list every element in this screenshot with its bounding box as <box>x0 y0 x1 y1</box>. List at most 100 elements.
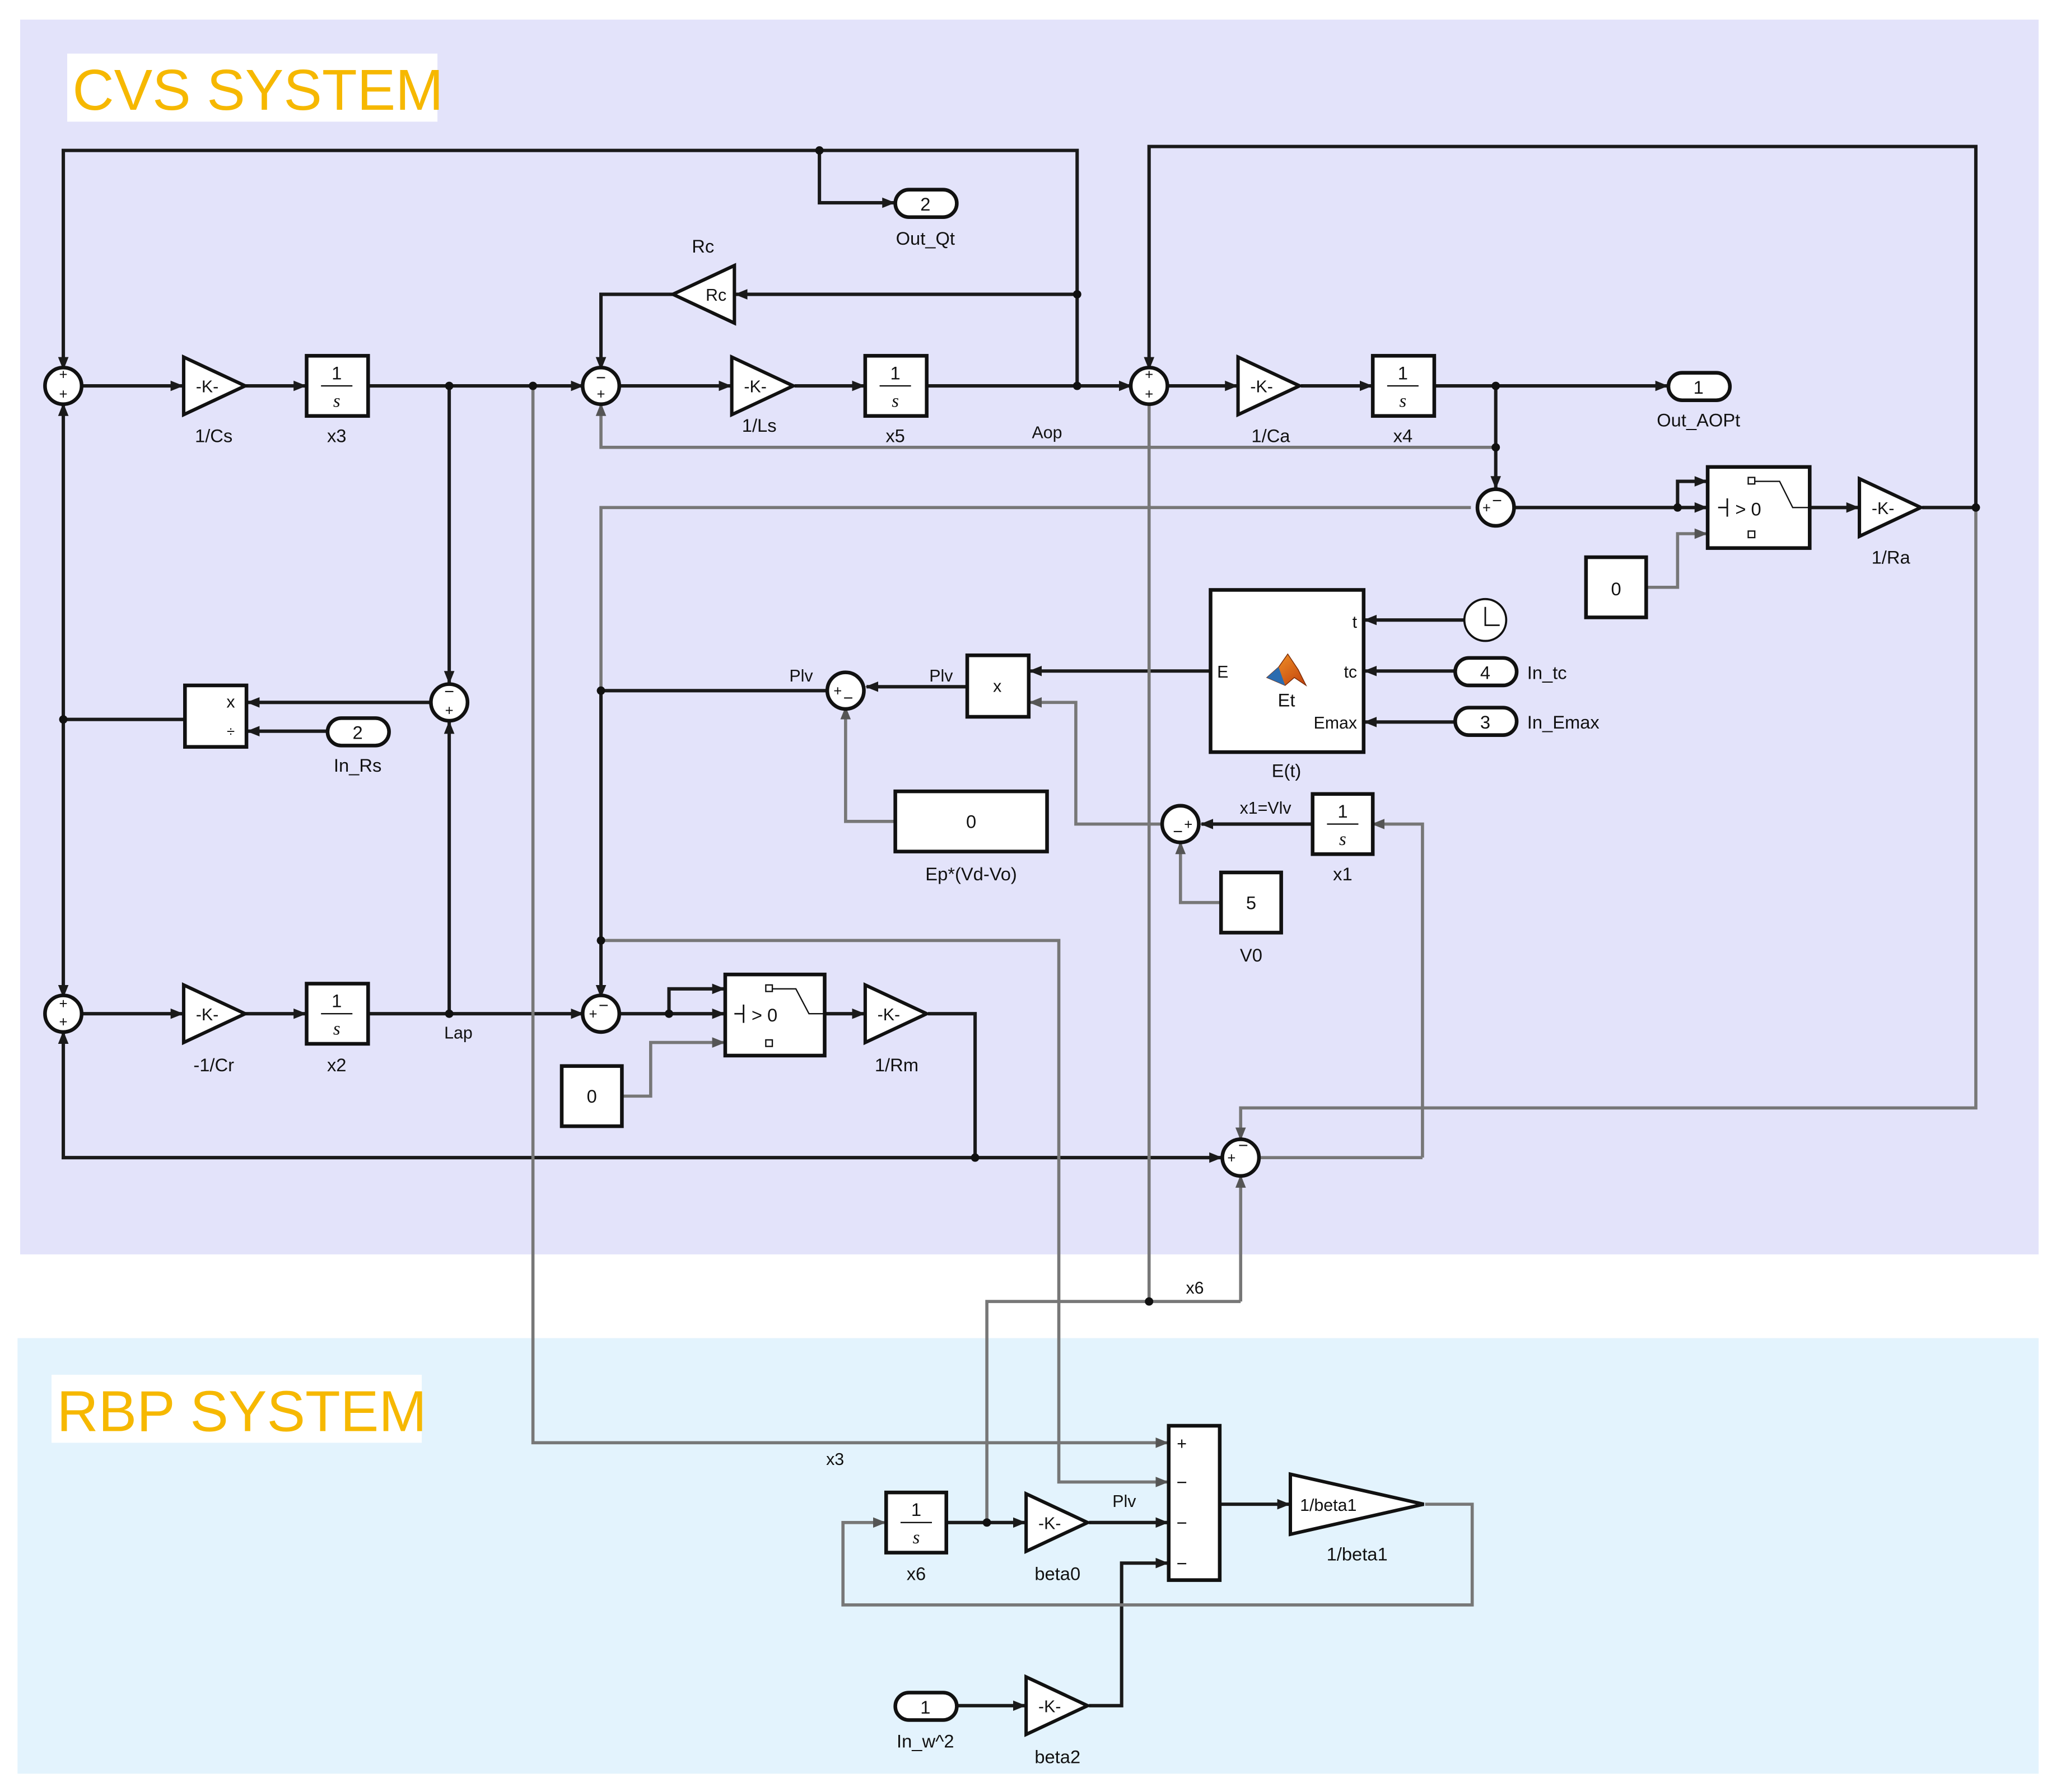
sum-block-rs[interactable]: − + <box>429 682 470 723</box>
product-divide-block[interactable]: x ÷ <box>183 683 249 749</box>
junction-dots <box>59 146 1980 1527</box>
integrator-x1[interactable]: 1 s x1 <box>1311 792 1375 884</box>
svg-text:+: + <box>1177 1435 1187 1453</box>
svg-text:+: + <box>59 1015 68 1030</box>
svg-text:−: − <box>1177 1513 1187 1533</box>
svg-text:3: 3 <box>1480 712 1490 732</box>
svg-text:In_Emax: In_Emax <box>1527 712 1600 732</box>
svg-text:-K-: -K- <box>878 1006 900 1024</box>
sum-block-ca[interactable]: + + <box>1129 366 1169 407</box>
svg-text:s: s <box>333 391 341 411</box>
port-in-tc[interactable]: 4 In_tc <box>1453 656 1567 688</box>
cvs-title-box <box>67 53 438 122</box>
svg-text:0: 0 <box>587 1086 597 1107</box>
integrator-x2[interactable]: 1 s x2 <box>305 982 370 1075</box>
sum-block-plv[interactable]: + − <box>825 670 866 711</box>
cvs-system-background <box>20 20 2039 1255</box>
svg-text:+: + <box>445 703 454 719</box>
gain-block-ca[interactable]: -K- 1/Ca <box>1236 354 1304 446</box>
svg-text:0: 0 <box>966 811 976 832</box>
svg-text:2: 2 <box>920 194 930 214</box>
constant-v0[interactable]: 5 V0 <box>1219 870 1283 965</box>
svg-text:x5: x5 <box>885 425 905 446</box>
integrator-x4[interactable]: 1 s x4 <box>1370 354 1437 446</box>
svg-text:+: + <box>59 367 68 382</box>
svg-text:−: − <box>1177 1472 1187 1492</box>
svg-text:beta2: beta2 <box>1034 1747 1080 1767</box>
sum-block-cr[interactable]: + + <box>43 993 84 1034</box>
signal-label-x6: x6 <box>1186 1279 1204 1298</box>
svg-text:2: 2 <box>353 722 363 743</box>
svg-text:+: + <box>1227 1150 1235 1166</box>
signal-label-x1vlv: x1=Vlv <box>1240 799 1292 818</box>
sum-block-ls[interactable]: − + <box>581 366 622 407</box>
svg-text:1: 1 <box>332 362 342 383</box>
port-out-aopt[interactable]: 1 Out_AOPt <box>1657 371 1740 431</box>
svg-text:Out_AOPt: Out_AOPt <box>1657 409 1740 430</box>
svg-text:x2: x2 <box>327 1054 347 1075</box>
integrator-x3[interactable]: 1 s x3 <box>305 354 370 446</box>
gain-block-beta2[interactable]: -K- beta2 <box>1024 1674 1092 1767</box>
svg-text:s: s <box>1339 829 1346 850</box>
gain-block-cs[interactable]: -K- 1/Cs <box>181 354 249 446</box>
svg-text:1: 1 <box>890 362 901 383</box>
svg-text:−: − <box>1238 1136 1248 1155</box>
integrator-x6[interactable]: 1 s x6 <box>884 1490 948 1584</box>
svg-text:s: s <box>333 1019 341 1039</box>
svg-text:-K-: -K- <box>744 378 766 396</box>
svg-text:1: 1 <box>1337 801 1347 822</box>
svg-text:x1: x1 <box>1333 864 1353 884</box>
svg-text:−: − <box>596 368 606 387</box>
port-out-qt[interactable]: 2 Out_Qt <box>893 188 959 249</box>
svg-text:+: + <box>589 1007 598 1023</box>
gain-block-rm[interactable]: -K- 1/Rm <box>863 982 931 1075</box>
svg-text:−: − <box>444 683 454 701</box>
sum-block-x6[interactable]: + − <box>1220 1136 1261 1178</box>
product-block-plv[interactable]: x <box>965 653 1031 719</box>
svg-text:x: x <box>993 678 1001 696</box>
svg-text:x6: x6 <box>907 1564 926 1584</box>
svg-text:+: + <box>59 996 68 1012</box>
svg-text:> 0: > 0 <box>752 1005 777 1025</box>
constant-zero-rm[interactable]: 0 <box>559 1064 624 1128</box>
sum-block-ra[interactable]: + − <box>1475 487 1516 528</box>
svg-text:x: x <box>226 693 235 712</box>
svg-text:÷: ÷ <box>227 724 235 740</box>
gain-block-cr[interactable]: -K- -1/Cr <box>181 982 249 1075</box>
svg-text:0: 0 <box>1611 578 1621 599</box>
gain-block-beta1[interactable]: 1/beta1 1/beta1 <box>1288 1472 1424 1565</box>
svg-text:1/Rm: 1/Rm <box>875 1054 918 1075</box>
svg-text:> 0: > 0 <box>1735 498 1761 519</box>
svg-text:+: + <box>1482 501 1491 516</box>
signal-label-plv-right: Plv <box>929 667 953 685</box>
svg-text:-K-: -K- <box>1250 378 1272 396</box>
svg-text:1/Ca: 1/Ca <box>1251 425 1290 446</box>
gain-block-beta0[interactable]: -K- beta0 <box>1024 1491 1092 1584</box>
svg-text:-K-: -K- <box>196 378 218 396</box>
sum-block-cs[interactable]: + + <box>43 366 84 407</box>
port-in-w2[interactable]: 1 In_w^2 <box>893 1691 959 1752</box>
gain-block-rc[interactable]: Rc Rc <box>669 236 736 326</box>
gain-block-ra[interactable]: -K- 1/Ra <box>1858 476 1925 568</box>
sum-block-rm[interactable]: + − <box>581 993 622 1034</box>
svg-text:1: 1 <box>911 1499 921 1520</box>
constant-zero-ra[interactable]: 0 <box>1584 555 1648 619</box>
svg-text:-K-: -K- <box>196 1006 218 1024</box>
svg-text:1/beta1: 1/beta1 <box>1300 1496 1356 1515</box>
switch-block-rm[interactable]: > 0 <box>723 972 827 1058</box>
gain-block-ls[interactable]: -K- 1/Ls <box>730 354 798 436</box>
clock-icon[interactable] <box>1463 598 1508 642</box>
sum-block-rbp[interactable]: + − − − <box>1167 1424 1222 1582</box>
grey-signal-wires <box>531 386 1978 1607</box>
integrator-x5[interactable]: 1 s x5 <box>863 354 929 446</box>
svg-text:In_w^2: In_w^2 <box>897 1731 954 1752</box>
svg-text:1: 1 <box>332 991 342 1011</box>
sum-block-vlv[interactable]: + − <box>1160 804 1201 844</box>
svg-text:−: − <box>1173 823 1183 841</box>
svg-text:E(t): E(t) <box>1272 760 1302 781</box>
matlab-function-block-et[interactable]: t tc Emax E Et E(t) <box>1209 588 1366 781</box>
port-in-emax[interactable]: 3 In_Emax <box>1453 706 1600 737</box>
port-in-rs[interactable]: 2 In_Rs <box>325 716 391 776</box>
constant-ep[interactable]: 0 Ep*(Vd-Vo) <box>893 789 1049 884</box>
switch-block-ra[interactable]: > 0 <box>1705 465 1812 550</box>
